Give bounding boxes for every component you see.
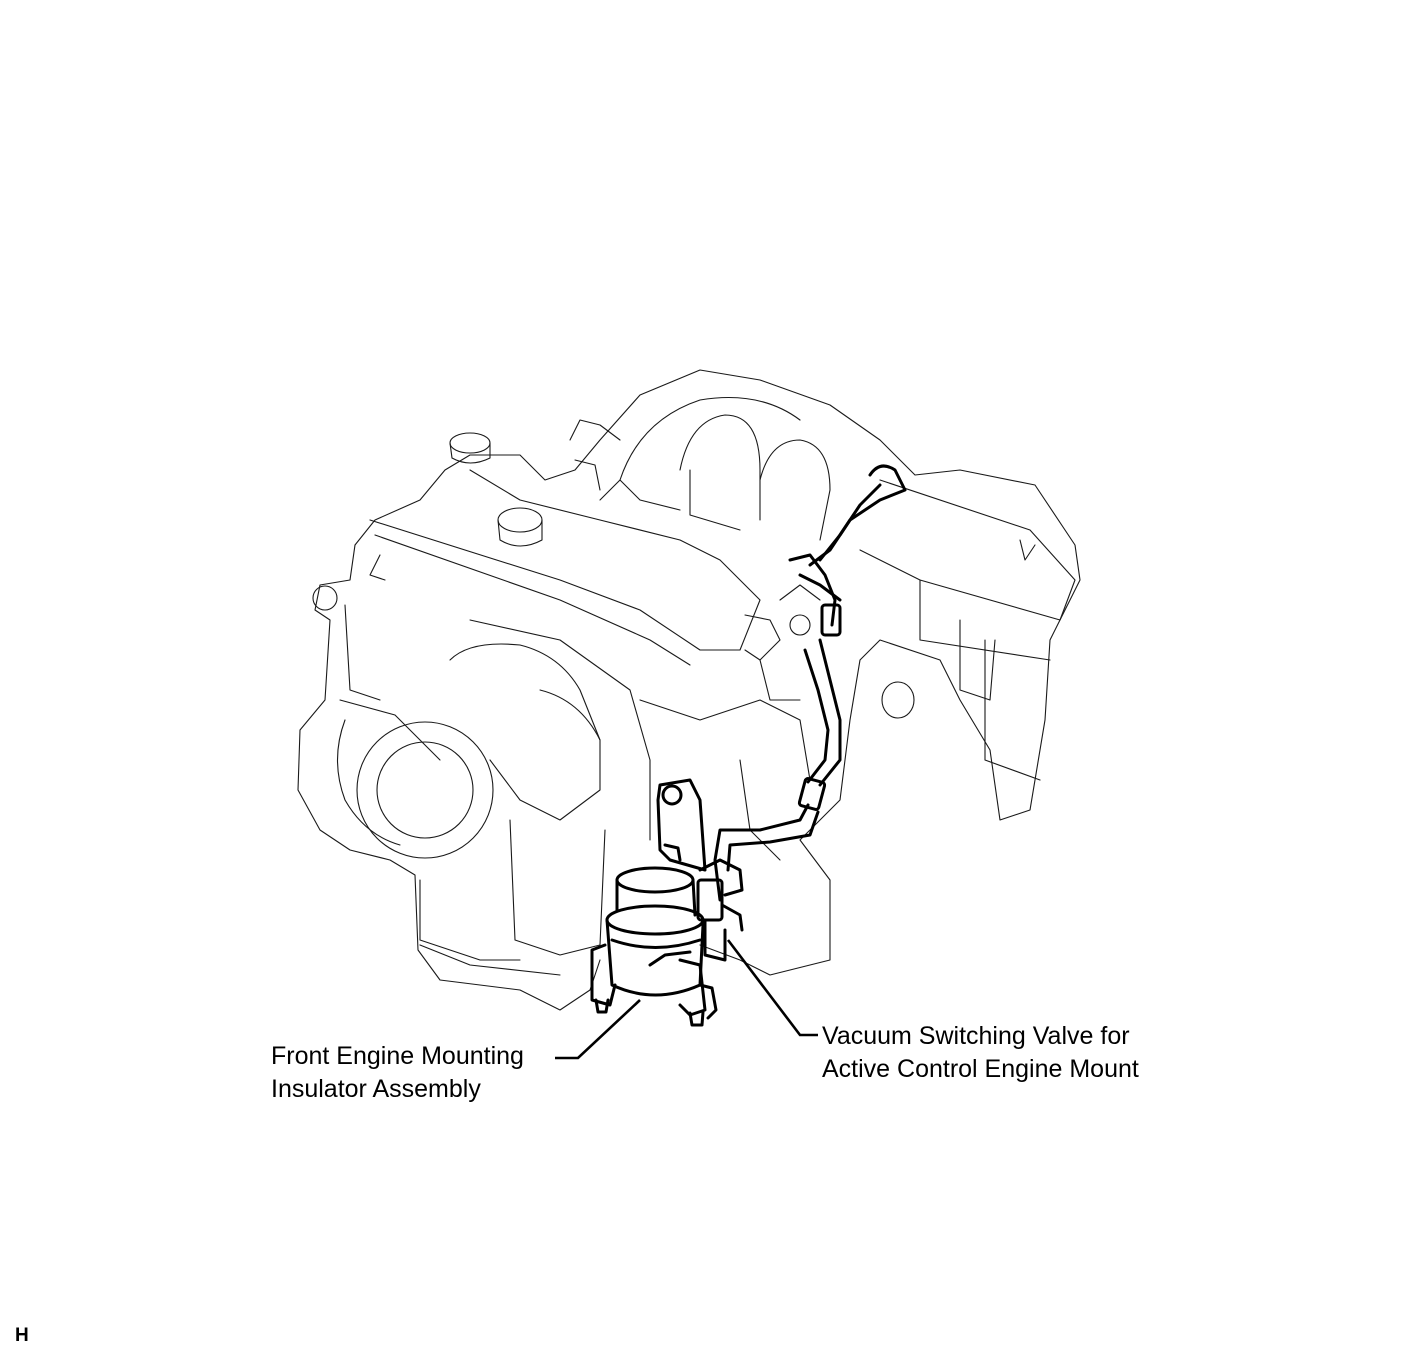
vacuum-hose-assembly xyxy=(713,464,907,902)
vacuum-switching-valve xyxy=(696,858,744,962)
callout-leader-lines xyxy=(555,939,818,1060)
figure-corner-code: H xyxy=(15,1325,29,1346)
label-front-mount-line1: Front Engine Mounting xyxy=(271,1042,524,1070)
label-front-mount-line2: Insulator Assembly xyxy=(271,1075,481,1103)
label-vacuum-switching-valve: Vacuum Switching Valve for Active Contro… xyxy=(822,1020,1139,1086)
label-vacuum-valve-line1: Vacuum Switching Valve for xyxy=(822,1022,1130,1050)
engine-block-outline xyxy=(297,369,1081,1011)
front-engine-mounting-insulator xyxy=(590,778,718,1027)
leader-vacuum-valve xyxy=(726,939,818,1037)
leader-front-mount xyxy=(555,999,641,1060)
label-vacuum-valve-line2: Active Control Engine Mount xyxy=(822,1055,1139,1083)
label-front-engine-mounting-insulator: Front Engine Mounting Insulator Assembly xyxy=(271,1040,524,1106)
